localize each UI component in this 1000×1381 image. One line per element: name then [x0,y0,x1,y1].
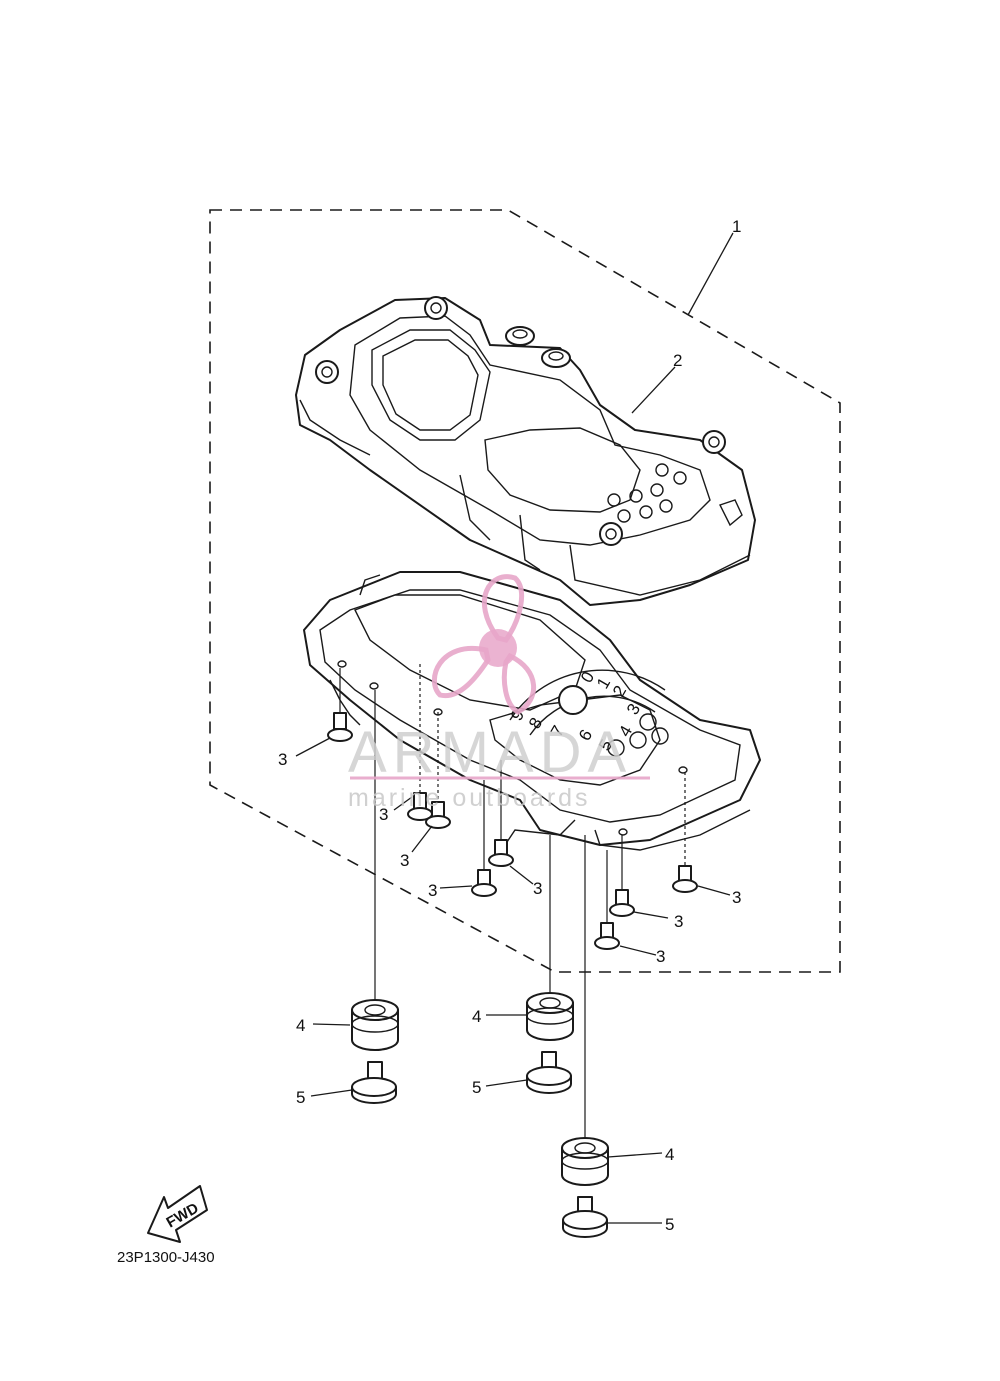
drawing-code: 23P1300-J430 [117,1249,215,1266]
callout-3: 3 [674,912,683,931]
propeller-logo-icon [431,574,536,715]
collar-screw-part-5 [351,1061,397,1104]
screw [609,889,635,917]
grommet-part-4 [351,999,399,1051]
assembly-boundary [209,209,841,973]
callout-4: 4 [665,1145,674,1164]
callout-3: 3 [732,888,741,907]
callout-5: 5 [296,1088,305,1107]
callout-3: 3 [656,947,665,966]
grommet-part-4 [561,1137,609,1186]
callout-5: 5 [665,1215,674,1234]
watermark-tagline: marine outboards [348,784,591,812]
callout-labels: 1 2 3 3 3 3 3 3 3 3 3 4 4 4 5 5 5 [278,217,741,1234]
callout-4: 4 [296,1016,305,1035]
screw [471,869,497,897]
alignment-guides [339,664,686,1140]
callout-3: 3 [400,851,409,870]
grommet-part-4 [526,992,574,1041]
collar-screw-part-5 [562,1196,608,1238]
callout-2: 2 [673,351,682,370]
callout-1: 1 [732,217,741,236]
watermark: ARMADA marine outboards [348,574,650,812]
screw [594,922,620,950]
screw [672,865,698,893]
screw [488,839,514,867]
callout-3: 3 [533,879,542,898]
screw [425,801,451,829]
watermark-brand: ARMADA [348,720,632,785]
callout-3: 3 [428,881,437,900]
callout-5: 5 [472,1078,481,1097]
callout-3: 3 [278,750,287,769]
fwd-arrow-icon: FWD [147,1185,208,1243]
collar-screw-part-5 [526,1051,572,1094]
callout-leaders [295,232,734,1224]
meter-cover-part-2 [295,296,756,606]
screws-part-3 [327,712,698,950]
screw [327,712,353,742]
callout-4: 4 [472,1007,481,1026]
callout-3: 3 [379,805,388,824]
